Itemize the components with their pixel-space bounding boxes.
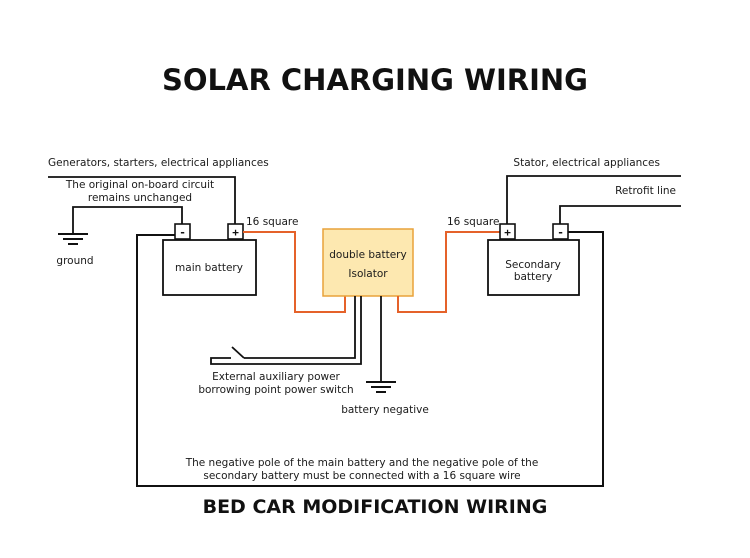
- positive-wire-left: [243, 231, 346, 313]
- switch-contact: [210, 357, 231, 365]
- wire-right-label: 16 square: [447, 216, 499, 228]
- wire-left-label: 16 square: [246, 216, 298, 228]
- battery-negative-label: battery negative: [341, 404, 429, 416]
- positive-wire-right: [397, 231, 500, 313]
- isolator-label-1: double battery: [329, 249, 406, 261]
- switch-lever: [231, 346, 245, 359]
- secondary-battery-label-1: Secondary: [505, 259, 561, 271]
- switch-wire-outer: [231, 296, 362, 365]
- main-battery-negative-sign: -: [179, 226, 186, 239]
- switch-label-1: External auxiliary power: [212, 371, 340, 383]
- secondary-battery: [487, 239, 580, 296]
- switch-wire-inner: [244, 296, 356, 359]
- main-battery-positive-sign: +: [232, 226, 239, 239]
- generators-wire: [48, 176, 236, 224]
- note-line-2: secondary battery must be connected with…: [203, 470, 520, 482]
- diagram-subtitle: BED CAR MODIFICATION WIRING: [203, 496, 548, 518]
- ground-wire: [72, 206, 183, 233]
- retrofit-wire: [559, 205, 681, 224]
- secondary-battery-label-2: battery: [514, 271, 552, 283]
- switch-label-2: borrowing point power switch: [198, 384, 353, 396]
- note-line-1: The negative pole of the main battery an…: [185, 457, 539, 469]
- main-battery-label: main battery: [175, 262, 243, 274]
- retrofit-label: Retrofit line: [615, 185, 676, 197]
- generators-label: Generators, starters, electrical applian…: [48, 157, 269, 169]
- battery-isolator: [322, 228, 414, 297]
- stator-label: Stator, electrical appliances: [513, 157, 660, 169]
- diagram-title: SOLAR CHARGING WIRING: [162, 63, 588, 97]
- ground-label: ground: [56, 255, 93, 267]
- secondary-battery-positive-sign: +: [504, 226, 511, 239]
- main-battery: [162, 239, 257, 296]
- secondary-battery-negative-sign: -: [557, 226, 564, 239]
- stator-wire: [506, 175, 681, 224]
- original-circuit-label-1: The original on-board circuit: [65, 179, 214, 191]
- isolator-label-2: Isolator: [348, 268, 388, 280]
- original-circuit-label-2: remains unchanged: [88, 192, 192, 204]
